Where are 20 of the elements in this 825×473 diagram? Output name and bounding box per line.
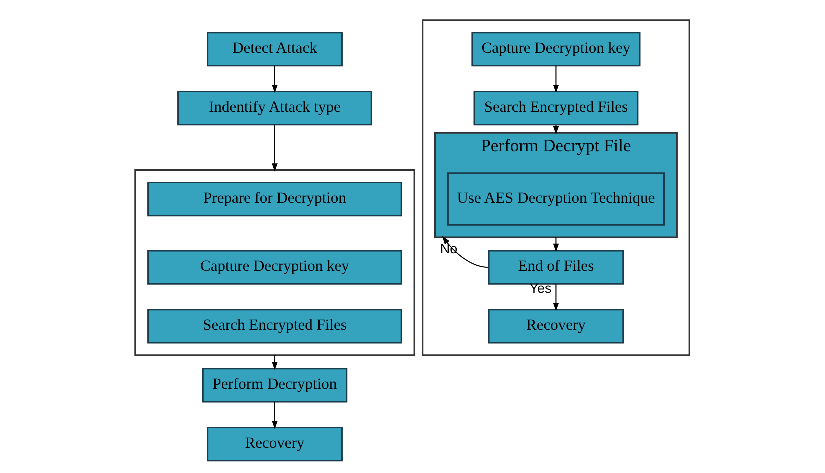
node-box: Detect Attack [207, 32, 343, 67]
node-box: Use AES Decryption Technique [447, 172, 666, 226]
node-box: Prepare for Decryption [148, 182, 402, 217]
arrow [553, 238, 560, 252]
arrow [553, 125, 560, 135]
arrow [272, 66, 278, 94]
cluster [422, 20, 690, 356]
node-box: End of Files [488, 250, 624, 285]
node-box: Capture Decryption key [472, 32, 641, 67]
node-box: Indentify Attack type [178, 90, 372, 126]
node-box: Search Encrypted Files [148, 309, 402, 344]
node-box: Recovery [207, 427, 343, 462]
node-box: Recovery [488, 309, 624, 344]
node-box: Capture Decryption key [148, 250, 402, 285]
arrow [272, 125, 278, 172]
cluster [134, 170, 416, 356]
node-box: Perform Decryption [202, 368, 348, 403]
arrow [272, 402, 278, 430]
arrow [553, 66, 560, 94]
arrow [553, 284, 560, 312]
